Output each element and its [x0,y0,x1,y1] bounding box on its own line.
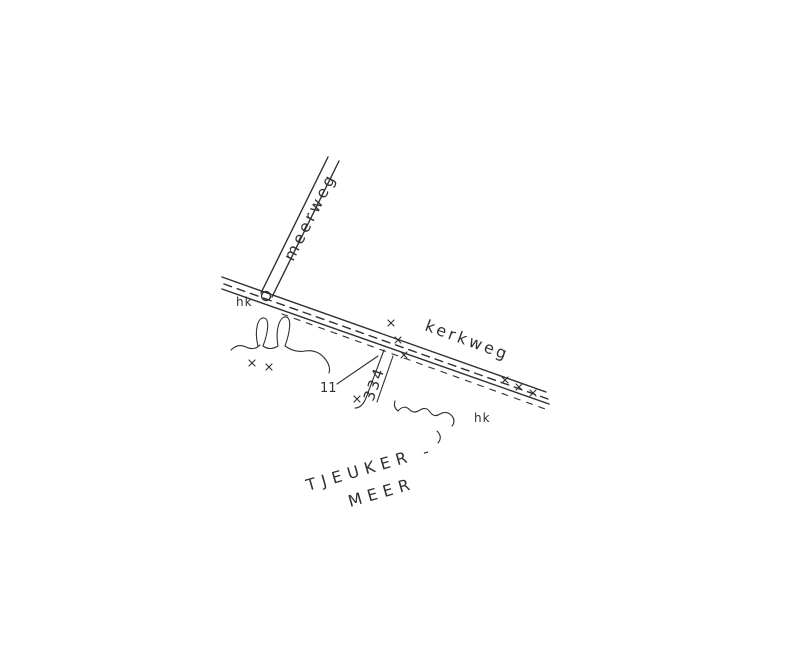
meerweg-left-edge [260,156,329,294]
boundary-marks-right [501,376,537,397]
shoreline-left [230,316,331,374]
xmark [501,376,509,384]
shoreline-right [393,400,455,444]
xmark [529,389,537,397]
main-road-boundary-dashed [281,313,549,411]
hk-label-left: hk [236,295,253,309]
main-road-top-edge [221,276,547,393]
xmark [265,363,273,371]
xmark [400,351,408,359]
xmark [387,319,395,327]
xmark [353,395,361,403]
main-road [221,276,550,411]
xmark [515,383,523,391]
meerweg-label: meerweg [280,170,340,264]
meerweg-right-edge [271,160,340,298]
kerkweg-label: kerkweg [423,316,513,364]
ditch-334 [353,319,408,409]
leader-11 [336,355,379,385]
xmark [394,336,402,344]
junction-marker [260,290,272,302]
meerweg-road [260,156,340,298]
main-road-centerline [223,283,549,400]
hk-label-right: hk [474,411,491,425]
xmark [248,359,256,367]
parcel-11-label: 11 [320,381,337,396]
parcel-334-label: 334 [360,365,389,404]
junction-circle [260,290,272,302]
main-road-bottom-edge [221,288,550,405]
